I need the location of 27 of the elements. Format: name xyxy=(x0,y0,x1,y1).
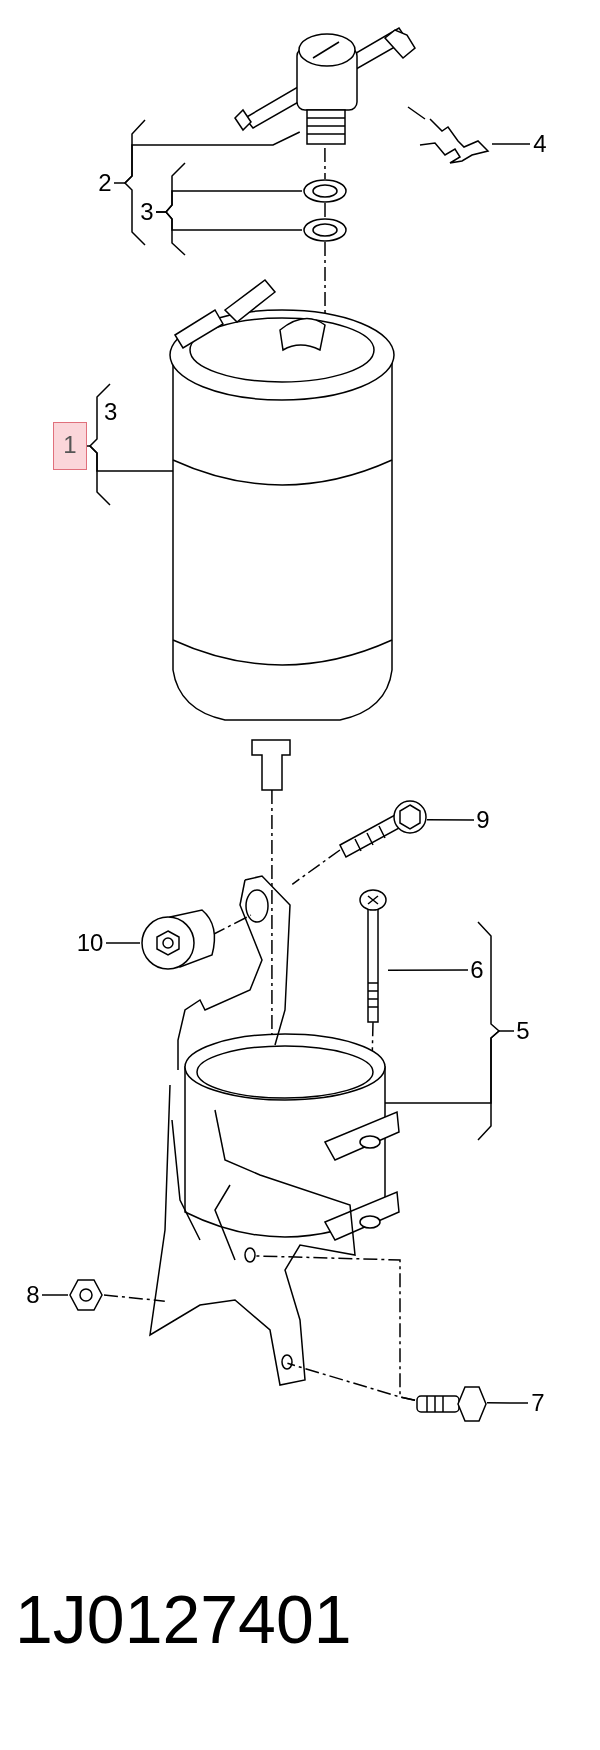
callout-number: 8 xyxy=(24,1281,42,1309)
callout-number: 3 xyxy=(138,198,156,226)
leader-line xyxy=(113,131,301,184)
leader-line xyxy=(384,1030,515,1104)
leader-line xyxy=(155,211,303,231)
callout-number: 2 xyxy=(96,169,114,197)
leader-line xyxy=(324,202,326,219)
leader-line xyxy=(486,1402,529,1404)
leader-line xyxy=(291,849,341,886)
callout-number: 3 xyxy=(104,398,118,426)
callout-number: 6 xyxy=(468,956,486,984)
callout-number: 5 xyxy=(514,1017,532,1045)
callout-number: 4 xyxy=(530,130,550,158)
part-number: 1J0127401 xyxy=(15,1580,352,1659)
leader-line xyxy=(254,1255,416,1401)
leader-line xyxy=(105,942,141,944)
leader-line xyxy=(324,147,326,180)
leader-line xyxy=(387,969,469,971)
callout-number: 7 xyxy=(528,1389,548,1417)
callout-number: 9 xyxy=(474,806,492,834)
leader-line xyxy=(491,143,531,145)
callout-number: 1 xyxy=(53,422,87,470)
leader-line xyxy=(426,819,475,821)
callout-number: 10 xyxy=(74,929,106,957)
leader-line xyxy=(103,1294,166,1302)
leader-line xyxy=(41,1294,69,1296)
leader-line xyxy=(86,445,174,472)
